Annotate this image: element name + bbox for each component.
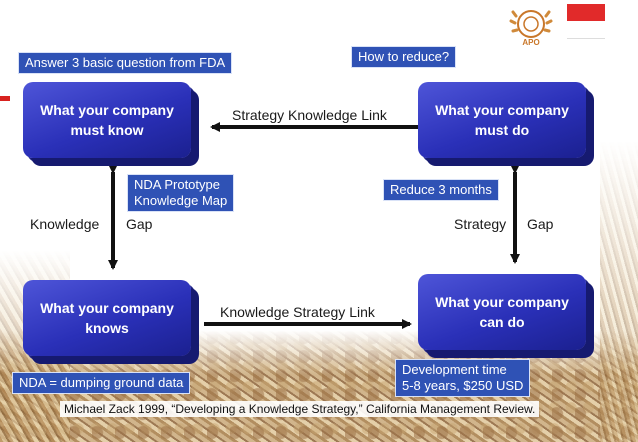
label-strategy-knowledge-link: Strategy Knowledge Link	[230, 107, 389, 123]
box-must-know-label: What your company must know	[40, 102, 174, 138]
label-knowledge-strategy-link: Knowledge Strategy Link	[218, 304, 377, 320]
box-must-do: What your company must do	[418, 82, 586, 158]
callout-nda-dumping-ground: NDA = dumping ground data	[12, 372, 191, 394]
callout-fda-questions: Answer 3 basic question from FDA	[18, 52, 233, 74]
label-gap-right: Gap	[525, 216, 556, 232]
apo-logo: APO	[509, 4, 553, 48]
logo-text: APO	[522, 38, 539, 47]
citation-text: Michael Zack 1999, “Developing a Knowled…	[60, 401, 540, 417]
callout-nda-prototype: NDA Prototype Knowledge Map	[127, 174, 235, 212]
box-can-do-label: What your company can do	[435, 294, 569, 330]
laurel-emblem-icon: APO	[509, 10, 553, 47]
callout-how-to-reduce: How to reduce?	[351, 46, 457, 68]
box-knows: What your company knows	[23, 280, 191, 356]
callout-development-time: Development time 5-8 years, $250 USD	[395, 359, 531, 397]
red-marker	[0, 96, 10, 101]
callout-reduce-months: Reduce 3 months	[383, 179, 499, 201]
box-must-know: What your company must know	[23, 82, 191, 158]
indonesia-flag-icon	[567, 4, 605, 39]
label-knowledge: Knowledge	[28, 216, 102, 232]
label-gap-left: Gap	[124, 216, 155, 232]
box-knows-label: What your company knows	[40, 300, 174, 336]
box-must-do-label: What your company must do	[435, 102, 569, 138]
box-can-do: What your company can do	[418, 274, 586, 350]
label-strategy: Strategy	[452, 216, 509, 232]
decorative-texture-right	[600, 140, 638, 442]
